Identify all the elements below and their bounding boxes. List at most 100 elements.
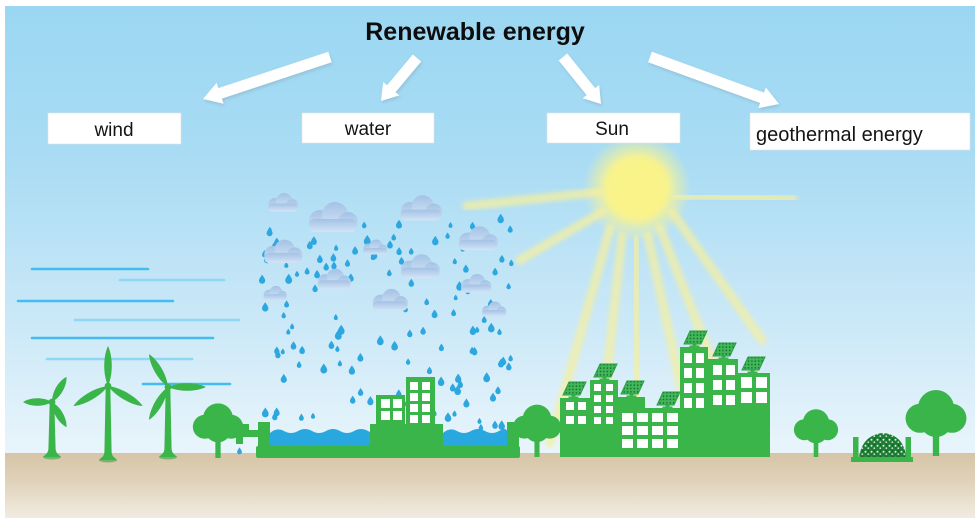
building-window: [741, 392, 752, 403]
building-window: [393, 399, 402, 408]
sun-ray-icon: [462, 187, 605, 211]
arrow-to-water-icon: [381, 54, 422, 101]
building-window: [381, 411, 390, 420]
sky-background: [5, 6, 975, 453]
turbine-blade: [168, 383, 206, 391]
wind-turbine-icon: [23, 376, 67, 460]
turbine-blade: [104, 346, 112, 386]
building-window: [696, 353, 704, 363]
city-building-icon: [376, 395, 405, 425]
panel-stand: [750, 369, 755, 373]
turbine-blade: [149, 387, 168, 420]
panel-cells: [683, 330, 708, 345]
building-window: [684, 368, 692, 378]
building-window: [667, 439, 678, 448]
building-window: [606, 417, 613, 424]
turbine-hub: [164, 383, 172, 391]
building-window: [594, 395, 601, 402]
reservoir-wall-left: [258, 422, 270, 450]
building-window: [652, 439, 663, 448]
building-window: [622, 426, 633, 435]
solar-panel-icon: [683, 330, 708, 347]
city-building-icon: [370, 424, 443, 451]
solar-panels: [562, 330, 766, 408]
reservoir-base: [256, 446, 520, 458]
sun-core: [606, 157, 668, 219]
turbine-tower: [159, 387, 177, 457]
building-window: [667, 426, 678, 435]
panel-base: [689, 345, 700, 347]
turbine-blade: [108, 386, 143, 406]
building-window: [696, 368, 704, 378]
tree-foliage: [204, 416, 232, 443]
building-window: [741, 377, 752, 388]
building-window: [667, 413, 678, 422]
building-window: [637, 413, 648, 422]
turbine-rotor: [73, 346, 143, 406]
building-window: [726, 395, 735, 405]
tree-icon: [512, 404, 562, 457]
turbine-hub: [48, 398, 56, 406]
building-window: [726, 380, 735, 390]
trees: [192, 390, 967, 458]
sun-icon: [583, 134, 691, 242]
solar-panel-icon: [656, 391, 681, 408]
panel-cells: [593, 363, 618, 378]
building-window: [393, 411, 402, 420]
sun-ray-icon: [667, 207, 767, 345]
panel-stand: [602, 376, 607, 380]
panel-cells: [620, 380, 645, 395]
building-window: [684, 398, 692, 408]
building-window: [606, 395, 613, 402]
label-box-water: [301, 112, 435, 144]
panel-stand: [721, 355, 726, 359]
tree-trunk: [534, 431, 540, 457]
panel-cells: [562, 381, 587, 396]
panel-cells: [712, 342, 737, 357]
turbine-tower: [99, 386, 117, 460]
reservoir-water-right: [443, 429, 507, 448]
turbine-rotor: [149, 354, 206, 420]
building-window: [594, 384, 601, 391]
panel-stand: [692, 343, 697, 347]
solar-panel-icon: [562, 381, 587, 398]
building-window: [578, 416, 586, 424]
building-window: [726, 365, 735, 375]
panel-base: [599, 378, 610, 380]
tree-foliage: [920, 405, 952, 438]
building-window: [652, 413, 663, 422]
label-box-sun: [546, 112, 681, 144]
building-window: [566, 416, 574, 424]
faucet-icon: [236, 424, 261, 455]
arrow-to-geothermal-icon: [648, 51, 779, 109]
panel-base: [747, 371, 758, 373]
city-building-icon: [590, 380, 618, 457]
turbine-tower: [43, 402, 61, 457]
solar-panel-icon: [712, 342, 737, 359]
panel-stand: [571, 394, 576, 398]
label-box-wind: [47, 112, 182, 145]
building-window: [422, 404, 430, 412]
tree-icon: [192, 403, 244, 458]
wind-turbines: [23, 346, 206, 463]
wind-turbine-icon: [149, 354, 206, 460]
label-wind: wind: [93, 120, 133, 141]
panel-base: [718, 357, 729, 359]
wind-turbine-icon: [73, 346, 143, 463]
tree-trunk: [215, 431, 221, 458]
tree-trunk: [932, 424, 940, 456]
panel-base: [626, 395, 637, 397]
building-window: [606, 406, 613, 413]
building-window: [410, 404, 418, 412]
tree-trunk: [813, 433, 819, 457]
building-window: [713, 395, 722, 405]
building-window: [410, 393, 418, 401]
solar-panel-icon: [620, 380, 645, 397]
reservoir-icon: [236, 422, 520, 458]
turbine-rotor: [23, 376, 67, 428]
biomass-bin-icon: [851, 433, 913, 462]
building-window: [410, 382, 418, 390]
panel-cells: [656, 391, 681, 406]
building-window: [578, 402, 586, 410]
